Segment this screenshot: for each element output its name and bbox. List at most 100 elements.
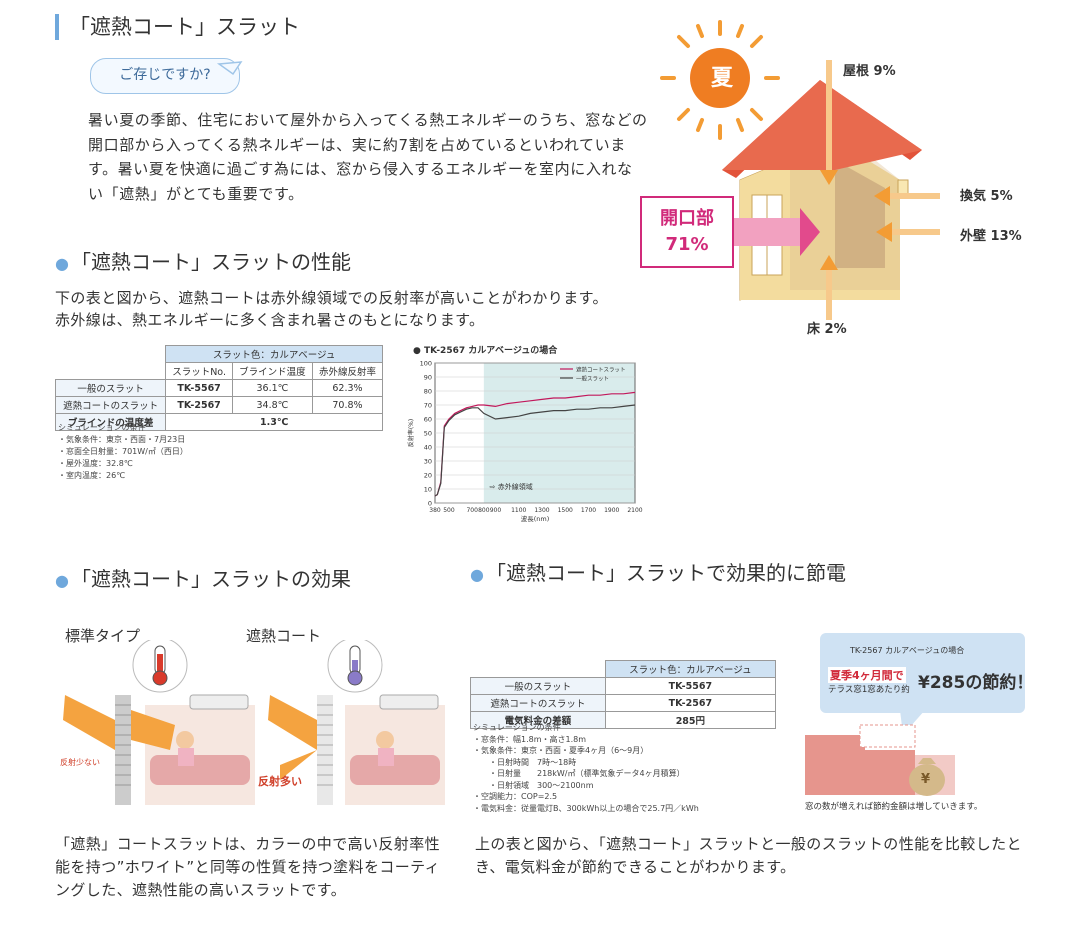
saving-box-line1: 夏季4ヶ月間で xyxy=(828,667,906,683)
x-tick-label: 800 xyxy=(478,507,490,514)
did-you-know-bubble: ご存じですか? xyxy=(90,58,240,94)
effect-heading: ●「遮熱コート」スラットの効果 xyxy=(55,567,351,591)
y-tick-label: 20 xyxy=(424,472,432,480)
spec-row-label: 一般のスラット xyxy=(54,379,167,397)
legend-label: 遮熱コートスラット xyxy=(576,366,626,374)
sim-note: ・室内温度：26℃ xyxy=(58,471,126,480)
sim-notes: シミュレーションの条件 ・気象条件：東京・西面・7月23日 ・窓面全日射量：70… xyxy=(58,422,188,482)
intro-paragraph: 暑い夏の季節、住宅において屋外から入ってくる熱エネルギーのうち、窓などの開口部か… xyxy=(88,111,648,203)
reflect-large-label: 反射多い xyxy=(258,775,302,788)
sim-note: ・窓面全日射量：701W/㎡（西日） xyxy=(58,447,188,456)
performance-desc-1: 下の表と図から、遮熱コートは赤外線領域での反射率が高いことがわかります。 xyxy=(55,289,608,307)
spec-diff-label: ブラインドの温度差 xyxy=(54,413,167,431)
x-tick-label: 700 xyxy=(466,507,478,514)
series-line xyxy=(434,391,636,497)
spec-cell: 34.8℃ xyxy=(231,396,313,414)
x-tick-label: 900 xyxy=(490,507,502,514)
money-bag-icon xyxy=(909,758,945,796)
floor-percent: 床 2% xyxy=(807,322,847,337)
reflect-small-label: 反射少ない xyxy=(60,758,100,767)
y-tick-label: 100 xyxy=(420,360,432,368)
saving-row-label: 遮熱コートのスラット xyxy=(470,694,606,712)
wall-percent: 外壁 13% xyxy=(960,229,1022,244)
spec-diff-value: 1.3℃ xyxy=(165,413,383,431)
saving-note: ・日射領域 300〜2100nm xyxy=(473,780,594,790)
x-tick-label: 1700 xyxy=(581,507,596,514)
performance-heading: ●「遮熱コート」スラットの性能 xyxy=(55,250,351,274)
series-line xyxy=(434,404,636,497)
chart-title: ● TK-2567 カルアベージュの場合 xyxy=(413,346,558,356)
saving-note: ・日射時間 7時〜18時 xyxy=(473,757,577,767)
x-axis-label: 波長(nm) xyxy=(521,514,550,523)
sim-note: ・気象条件：東京・西面・7月23日 xyxy=(58,435,186,444)
x-tick-label: 1500 xyxy=(558,507,573,514)
yen-symbol: ¥ xyxy=(921,772,931,787)
saving-box-line2: テラス窓1窓あたり約 xyxy=(828,685,910,695)
spec-group-header: スラット色：カルアベージュ xyxy=(165,345,383,363)
saving-cell: TK-2567 xyxy=(604,694,777,712)
windows-moneybag-illustration xyxy=(805,724,955,796)
x-tick-label: 1100 xyxy=(511,507,526,514)
saving-cell: TK-5567 xyxy=(604,677,777,695)
opening-value: 71% xyxy=(665,234,709,255)
saving-note: ・電気料金：従量電灯B、300kWh以上の場合で25.7円／kWh xyxy=(473,803,699,813)
spec-cell: TK-2567 xyxy=(165,396,233,414)
y-tick-label: 40 xyxy=(424,444,432,452)
y-tick-label: 80 xyxy=(424,388,432,396)
bubble-tail xyxy=(216,61,243,76)
opening-label: 開口部 xyxy=(660,208,714,229)
saving-note: ・気象条件：東京・西面・夏季4ヶ月（6〜9月） xyxy=(473,746,649,755)
infrared-label: ⇨ 赤外線領域 xyxy=(490,482,533,491)
y-tick-label: 30 xyxy=(424,458,432,466)
thermometer-cool-icon xyxy=(327,640,383,693)
sim-note: ・屋外温度：32.8℃ xyxy=(58,459,133,468)
saving-box-amount: ¥285の節約！ xyxy=(918,673,1034,693)
spec-col-2: ブラインド温度 xyxy=(231,362,313,380)
x-tick-label: 1300 xyxy=(534,507,549,514)
saving-table-header: スラット色：カルアベージュ xyxy=(604,660,777,678)
coat-type-label: 遮熱コート xyxy=(246,627,322,645)
thermometer-hot-icon xyxy=(132,640,188,693)
sun-label: 夏 xyxy=(710,66,733,91)
spec-col-1: スラットNo. xyxy=(165,362,233,380)
bullet-icon: ● xyxy=(55,571,69,590)
saving-description: 上の表と図から、「遮熱コート」スラットと一般のスラットの性能を比較したとき、電気… xyxy=(475,835,1022,876)
saving-note: ・日射量 218kW/㎡（標準気象データ4ヶ月積算） xyxy=(473,769,685,778)
x-tick-label: 1900 xyxy=(604,507,619,514)
sim-note: シミュレーションの条件 xyxy=(58,423,146,432)
y-tick-label: 90 xyxy=(424,374,432,382)
bullet-icon: ● xyxy=(55,254,69,273)
saving-row-label: 一般のスラット xyxy=(470,677,606,695)
roof-percent: 屋根 9% xyxy=(843,64,896,79)
vent-percent: 換気 5% xyxy=(960,189,1013,204)
spec-cell: 70.8% xyxy=(311,396,384,414)
y-axis-label: 反射率(%) xyxy=(407,419,415,447)
y-tick-label: 70 xyxy=(424,402,432,410)
legend-label: 一般スラット xyxy=(576,375,609,383)
y-tick-label: 10 xyxy=(424,486,432,494)
opening-box: 開口部 71% xyxy=(640,196,734,268)
standard-type-label: 標準タイプ xyxy=(65,627,141,645)
saving-note: ・窓条件：幅1.8m・高さ1.8m xyxy=(473,734,587,744)
page-title: 「遮熱コート」スラット xyxy=(55,14,300,40)
x-tick-label: 2100 xyxy=(627,507,642,514)
effect-description: 「遮熱」コートスラットは、カラーの中で高い反射率性能を持つ”ホワイト”と同等の性… xyxy=(55,835,441,899)
spec-row-label: 遮熱コートのスラット xyxy=(54,396,167,414)
saving-notes: シミュレーションの条件 ・窓条件：幅1.8m・高さ1.8m ・気象条件：東京・西… xyxy=(473,722,699,814)
y-tick-label: 0 xyxy=(428,500,432,508)
saving-row-label: 電気料金の差額 xyxy=(470,711,606,729)
house-illustration xyxy=(660,20,940,320)
performance-desc-2: 赤外線は、熱エネルギーに多く含まれ暑さのもとになります。 xyxy=(55,311,485,329)
saving-heading: ●「遮熱コート」スラットで効果的に節電 xyxy=(470,561,846,585)
saving-cell: 285円 xyxy=(604,711,777,729)
spec-cell: 36.1℃ xyxy=(231,379,313,397)
x-tick-label: 380 xyxy=(429,507,441,514)
saving-box-title: TK-2567 カルアベージュの場合 xyxy=(850,646,965,655)
sun-icon xyxy=(660,20,780,140)
heat-arrows xyxy=(820,60,940,320)
spec-table: スラット色：カルアベージュ スラットNo. ブラインド温度 赤外線反射率 一般の… xyxy=(54,345,384,431)
y-tick-label: 60 xyxy=(424,416,432,424)
saving-caption: 窓の数が増えれば節約金額は増していきます。 xyxy=(805,802,983,812)
